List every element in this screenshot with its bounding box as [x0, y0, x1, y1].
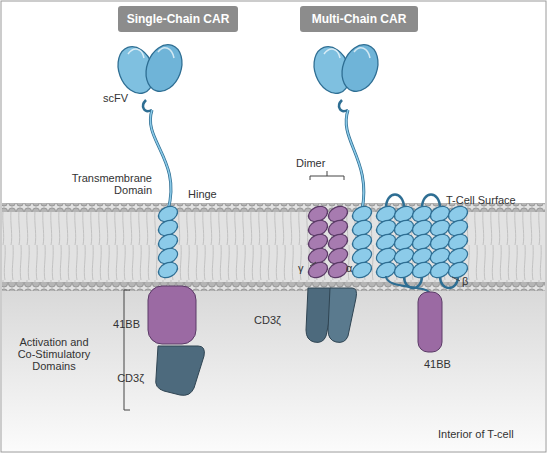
header-text: Single-Chain CAR [127, 12, 230, 26]
part-label: Transmembrane Domain [66, 172, 152, 196]
part-label: scFV [94, 92, 128, 104]
part-label: CD3ζ [254, 314, 298, 326]
part-label: β [462, 275, 476, 287]
part-label: Hinge [188, 188, 228, 200]
part-label: CD3ζ [104, 372, 144, 384]
header-box: Multi-Chain CAR [300, 6, 418, 32]
header-box: Single-Chain CAR [118, 6, 238, 32]
part-label: 41BB [104, 318, 140, 330]
part-label: γ [298, 262, 312, 274]
header-text: Multi-Chain CAR [312, 12, 407, 26]
part-label: Activation and Co-Stimulatory Domains [10, 336, 98, 372]
part-label: 41BB [424, 358, 464, 370]
part-label: Dimer [296, 157, 336, 169]
part-label: α [346, 262, 360, 274]
part-label: Interior of T-cell [438, 428, 538, 440]
part-label: T-Cell Surface [446, 194, 536, 206]
